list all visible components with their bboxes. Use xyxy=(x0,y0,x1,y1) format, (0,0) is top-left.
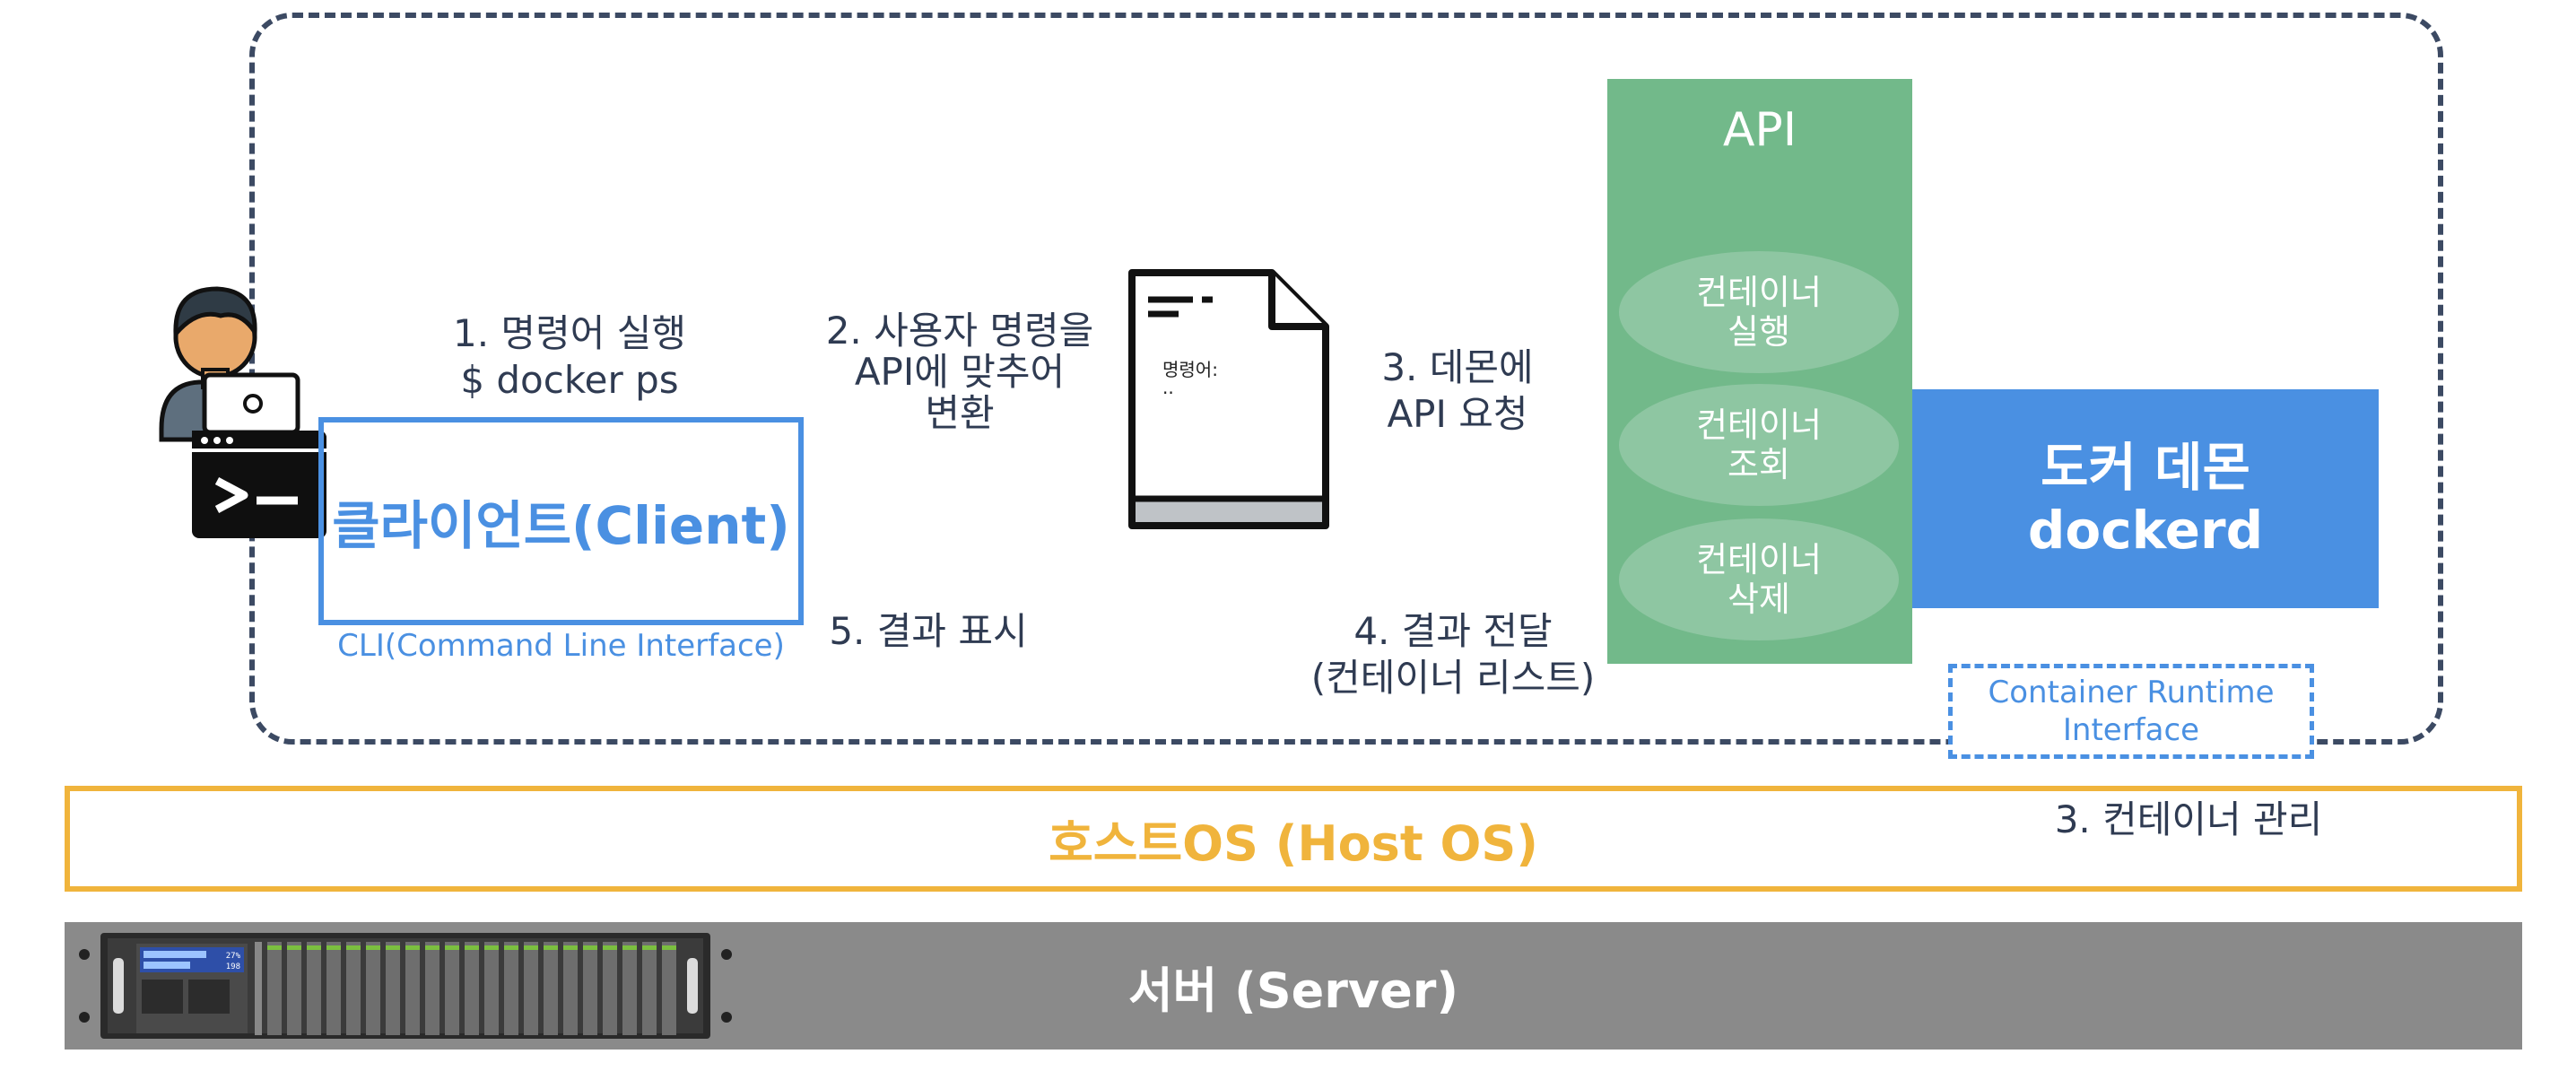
step-3b-label: 3. 컨테이너 관리 xyxy=(2054,797,2323,841)
server-display-line2: 198 xyxy=(226,962,240,971)
server-display-line1: 27% xyxy=(226,952,241,961)
drive-bays xyxy=(255,942,676,1035)
api-op-list-line2: 조회 xyxy=(1727,445,1790,484)
step-4-label: 4. 결과 전달 (컨테이너 리스트) xyxy=(1283,608,1623,701)
document-icon xyxy=(1128,269,1329,529)
document-line2: .. xyxy=(1162,377,1174,398)
api-op-delete: 컨테이너 삭제 xyxy=(1619,518,1899,640)
api-op-list-line1: 컨테이너 xyxy=(1696,405,1822,445)
host-os-label: 호스트OS (Host OS) xyxy=(1049,814,1538,872)
api-op-delete-line2: 삭제 xyxy=(1727,579,1790,619)
daemon-line1: 도커 데몬 xyxy=(2041,437,2250,498)
step-3-label: 3. 데몬에 API 요청 xyxy=(1345,344,1570,438)
step-5-label: 5. 결과 표시 xyxy=(829,609,1028,653)
step-2-line1: 2. 사용자 명령을 xyxy=(825,309,1094,353)
step-1-label: 1. 명령어 실행 $ docker ps xyxy=(422,310,718,404)
daemon-line2: dockerd xyxy=(2027,500,2264,561)
step-1-line1: 1. 명령어 실행 xyxy=(453,311,686,355)
step-4-line2: (컨테이너 리스트) xyxy=(1310,656,1596,700)
terminal-icon xyxy=(192,431,326,538)
step-3-line1: 3. 데몬에 xyxy=(1381,345,1534,389)
step-4-line1: 4. 결과 전달 xyxy=(1353,609,1553,653)
api-op-delete-line1: 컨테이너 xyxy=(1696,540,1822,579)
cri-box: Container Runtime Interface xyxy=(1948,664,2314,759)
step-2-label: 2. 사용자 명령을 API에 맞추어 변환 xyxy=(807,310,1112,434)
step-2-line3: 변환 xyxy=(925,391,995,435)
step-3-line2: API 요청 xyxy=(1387,392,1528,436)
server-rack-icon: 27% 198 xyxy=(79,933,732,1039)
api-op-run-line2: 실행 xyxy=(1727,312,1790,352)
cli-caption: CLI(Command Line Interface) xyxy=(337,628,785,664)
step-1-line2: $ docker ps xyxy=(460,358,679,402)
cri-line2: Interface xyxy=(2062,712,2200,748)
api-op-list: 컨테이너 조회 xyxy=(1619,384,1899,506)
document-line1: 명령어: xyxy=(1162,359,1218,380)
host-os-band: 호스트OS (Host OS) xyxy=(65,786,2522,892)
cri-line1: Container Runtime xyxy=(1988,675,2275,710)
server-label: 서버 (Server) xyxy=(1127,962,1459,1019)
server-label-wrap: 서버 (Server) xyxy=(65,922,2522,1050)
api-op-run-line1: 컨테이너 xyxy=(1696,273,1822,312)
client-box: 클라이언트(Client) xyxy=(318,417,804,625)
api-op-run: 컨테이너 실행 xyxy=(1619,251,1899,373)
client-label: 클라이언트(Client) xyxy=(332,495,790,556)
api-title: API xyxy=(1722,103,1797,157)
step-2-line2: API에 맞추어 xyxy=(854,350,1066,394)
docker-daemon-box: 도커 데몬 dockerd xyxy=(1912,389,2379,608)
user-with-laptop-icon xyxy=(159,286,318,443)
